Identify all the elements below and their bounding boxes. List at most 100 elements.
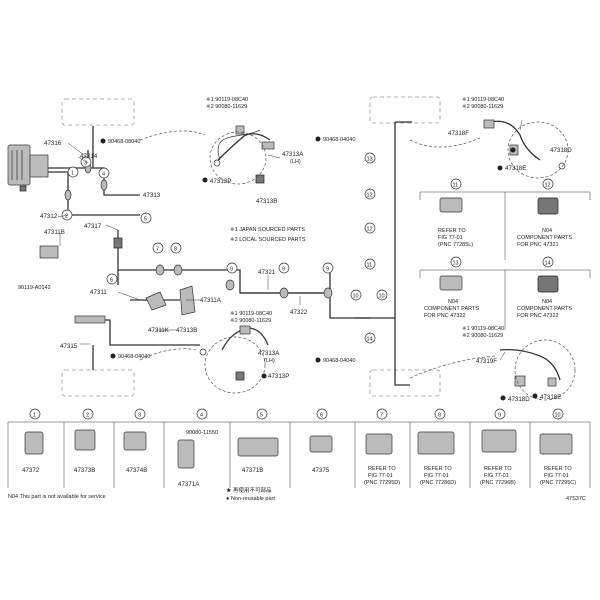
- svg-text:N04 This part is not available: N04 This part is not available for servi…: [8, 494, 106, 500]
- svg-text:90468-04040: 90468-04040: [323, 137, 355, 143]
- pipe-clip-47315: [74, 315, 106, 324]
- svg-text:REFER TO: REFER TO: [424, 466, 452, 472]
- svg-text:47311B: 47311B: [44, 229, 65, 236]
- svg-text:※2 LOCAL SOURCED PARTS: ※2 LOCAL SOURCED PARTS: [230, 236, 306, 243]
- fitting: [64, 189, 72, 201]
- svg-text:13: 13: [367, 157, 373, 163]
- flex-hose-47318f: [483, 119, 566, 170]
- sweep-arrow: [409, 137, 481, 148]
- svg-text:※2 90080-11629: ※2 90080-11629: [230, 317, 271, 324]
- svg-text:47313: 47313: [143, 192, 161, 199]
- svg-text:3: 3: [138, 413, 141, 419]
- svg-text:10: 10: [353, 294, 359, 300]
- detail-circle: [204, 336, 266, 394]
- svg-text:COMPONENT PARTS: COMPONENT PARTS: [517, 306, 572, 312]
- svg-text:47311: 47311: [90, 289, 107, 296]
- svg-text:47312: 47312: [40, 213, 58, 220]
- svg-text:FIG 77-01: FIG 77-01: [424, 473, 449, 479]
- fitting: [155, 264, 165, 276]
- svg-text:47318D: 47318D: [550, 147, 572, 154]
- svg-text:47315: 47315: [60, 343, 78, 350]
- svg-text:FIG 77-01: FIG 77-01: [438, 235, 463, 241]
- svg-text:47318E: 47318E: [505, 165, 526, 172]
- svg-text:8: 8: [174, 247, 177, 253]
- bracket-47311a: [145, 291, 167, 311]
- svg-text:7: 7: [380, 413, 383, 419]
- svg-text:47313P: 47313P: [268, 373, 289, 380]
- svg-text:47313A: 47313A: [282, 151, 304, 158]
- svg-text:7: 7: [156, 247, 159, 253]
- svg-text:FOR PNC 47322: FOR PNC 47322: [517, 313, 559, 319]
- svg-text:FIG 77-01: FIG 77-01: [544, 473, 569, 479]
- svg-text:47371B: 47371B: [242, 467, 263, 474]
- svg-text:※1 JAPAN SOURCED PARTS: ※1 JAPAN SOURCED PARTS: [230, 226, 305, 233]
- svg-text:9: 9: [282, 267, 285, 273]
- leader-lines: [57, 119, 523, 361]
- bottom-parts-row: [7, 421, 591, 488]
- svg-text:90119-A0142: 90119-A0142: [18, 285, 51, 291]
- svg-text:FIG 77-01: FIG 77-01: [368, 473, 393, 479]
- svg-text:14: 14: [367, 337, 373, 343]
- part-labels: 47316 47314 47313 47312 47317 47311B 473…: [8, 96, 586, 502]
- svg-text:47375: 47375: [312, 467, 330, 474]
- svg-text:(PNC 77295D): (PNC 77295D): [364, 480, 400, 486]
- svg-text:5: 5: [260, 413, 263, 419]
- svg-text:47318D: 47318D: [508, 396, 530, 403]
- svg-text:11: 11: [367, 263, 373, 269]
- svg-text:● Non-reusable part: ● Non-reusable part: [226, 496, 275, 502]
- svg-text:90080-11550: 90080-11550: [186, 430, 218, 436]
- sweep-arrow: [139, 130, 206, 141]
- svg-text:(LH): (LH): [290, 159, 301, 165]
- svg-text:14: 14: [545, 261, 551, 267]
- svg-text:※2 90080-11629: ※2 90080-11629: [206, 103, 247, 110]
- svg-text:47318E: 47318E: [540, 394, 561, 401]
- svg-text:90468-04040: 90468-04040: [118, 354, 150, 360]
- svg-text:47317: 47317: [84, 223, 102, 230]
- svg-text:REFER TO: REFER TO: [544, 466, 572, 472]
- svg-text:1: 1: [71, 171, 74, 177]
- svg-text:10: 10: [555, 413, 561, 419]
- svg-text:(PNC 77285L): (PNC 77285L): [438, 242, 473, 248]
- svg-text:(PNC 77286D): (PNC 77286D): [420, 480, 456, 486]
- svg-text:(LH): (LH): [264, 358, 275, 364]
- svg-text:6: 6: [320, 413, 323, 419]
- fitting: [323, 287, 333, 299]
- svg-text:※1 90119-08C40: ※1 90119-08C40: [462, 96, 504, 103]
- flex-hose-47319f: [499, 348, 561, 387]
- svg-text:8: 8: [438, 413, 441, 419]
- svg-text:11: 11: [453, 183, 459, 189]
- pipe-47313: [88, 167, 140, 196]
- svg-text:※2 90080-11629: ※2 90080-11629: [462, 332, 503, 339]
- fitting: [100, 179, 108, 191]
- svg-text:9: 9: [230, 267, 233, 273]
- svg-text:47311K: 47311K: [148, 327, 170, 334]
- svg-text:47S37C: 47S37C: [566, 496, 586, 502]
- fitting: [279, 287, 289, 299]
- svg-text:47374B: 47374B: [126, 467, 147, 474]
- pipe-right-bottom: [394, 370, 410, 386]
- svg-text:N04: N04: [448, 299, 458, 305]
- svg-text:9: 9: [326, 267, 329, 273]
- master-cylinder: [7, 144, 49, 192]
- clip: [113, 237, 123, 249]
- flex-hose-47313a-top: [213, 125, 275, 184]
- svg-text:※2 90080-11629: ※2 90080-11629: [462, 103, 503, 110]
- svg-text:REFER TO: REFER TO: [368, 466, 396, 472]
- bolt-markers: [100, 136, 538, 401]
- svg-text:N04: N04: [542, 299, 552, 305]
- svg-text:2: 2: [86, 413, 89, 419]
- ghost-box-bottom-right: [369, 369, 441, 397]
- svg-text:13: 13: [453, 261, 459, 267]
- part-grid-mid-right: [419, 191, 591, 330]
- svg-text:47313B: 47313B: [176, 327, 197, 334]
- bracket-47311a-2: [179, 285, 196, 316]
- svg-text:47318F: 47318F: [448, 130, 469, 137]
- ghost-box-bottom-left: [61, 369, 135, 397]
- detail-circle: [209, 131, 267, 185]
- svg-text:COMPONENT PARTS: COMPONENT PARTS: [517, 235, 572, 241]
- svg-text:FIG 77-01: FIG 77-01: [484, 473, 509, 479]
- svg-text:47313A: 47313A: [258, 350, 280, 357]
- ghost-box-top-left: [61, 98, 135, 126]
- svg-text:FOR PNC 47322: FOR PNC 47322: [424, 313, 466, 319]
